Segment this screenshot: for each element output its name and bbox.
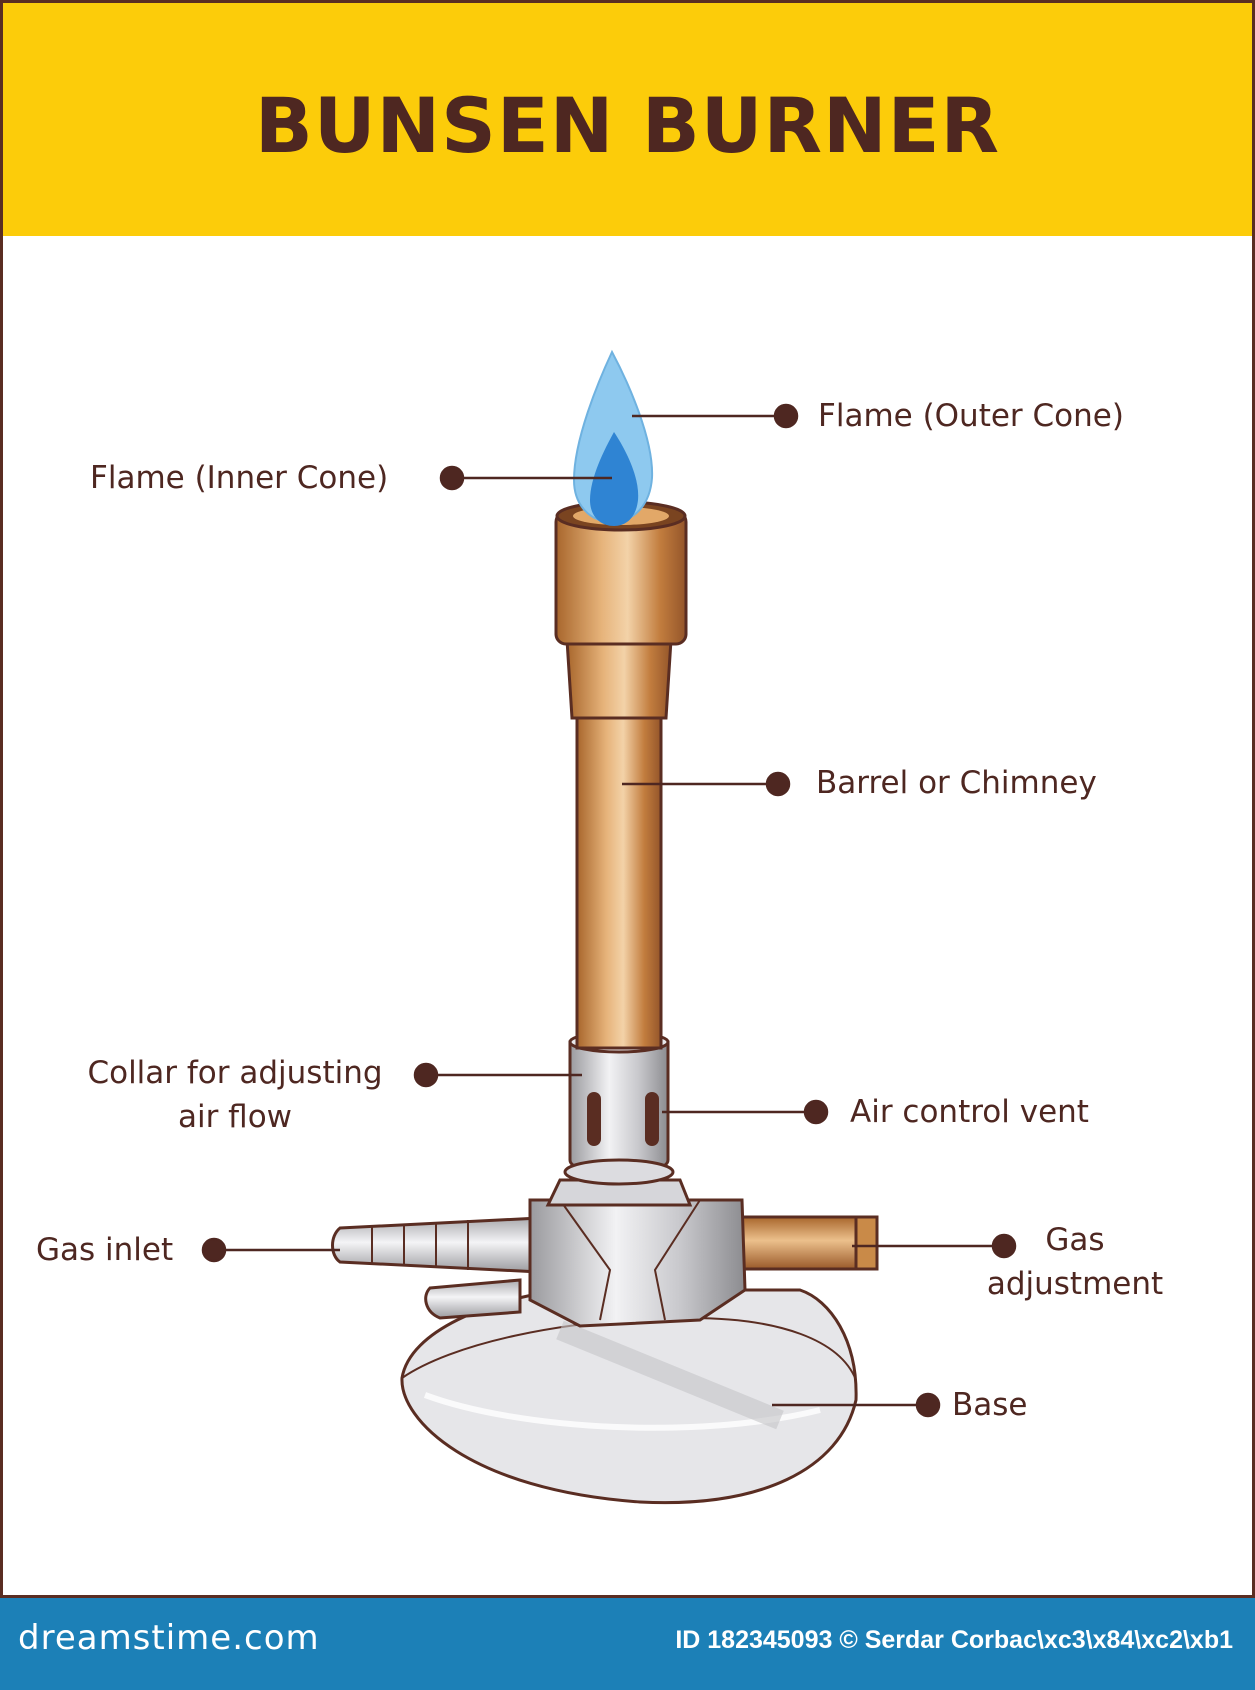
base-dot — [915, 1392, 941, 1418]
air-collar — [563, 1030, 675, 1186]
diagram-title: BUNSEN BURNER — [254, 81, 1001, 170]
air-vent-dot — [803, 1099, 829, 1125]
barrel-tube — [554, 500, 688, 1050]
bunsen-burner-illustration — [201, 349, 1017, 1505]
label-barrel-or-chimney: Barrel or Chimney — [816, 765, 1097, 801]
gas-inlet-dot — [201, 1237, 227, 1263]
collar-dot — [413, 1062, 439, 1088]
footer-bar: dreamstime.com ID 182345093 © Serdar Cor… — [0, 1598, 1255, 1690]
brand-watermark: dreamstime.com — [18, 1618, 320, 1658]
title-banner: BUNSEN BURNER — [3, 3, 1252, 236]
label-base: Base — [952, 1387, 1028, 1423]
label-gas-adjustment-line1: Gas — [1045, 1222, 1105, 1258]
barrel-dot — [765, 771, 791, 797]
label-gas-adjustment-line2: adjustment — [986, 1266, 1164, 1302]
flame-inner-dot — [439, 465, 465, 491]
label-air-control-vent: Air control vent — [850, 1094, 1089, 1130]
gas-adjustment-knob — [733, 1215, 879, 1271]
label-gas-inlet: Gas inlet — [36, 1232, 174, 1268]
flame-outer-dot — [773, 403, 799, 429]
label-gas-adjustment: Gas adjustment — [970, 1218, 1180, 1306]
label-collar-line1: Collar for adjusting — [87, 1055, 383, 1091]
label-collar: Collar for adjusting air flow — [60, 1051, 410, 1139]
label-flame-inner-cone: Flame (Inner Cone) — [90, 460, 389, 496]
leader-lines — [201, 403, 1017, 1418]
image-credit: ID 182345093 © Serdar Corbac\xc3\x84\xc2… — [675, 1626, 1233, 1654]
gas-inlet-nozzle — [331, 1216, 542, 1320]
gas-adjustment-dot — [991, 1233, 1017, 1259]
flame — [572, 349, 654, 526]
burner-body — [528, 1178, 747, 1328]
label-flame-outer-cone: Flame (Outer Cone) — [818, 398, 1124, 434]
label-collar-line2: air flow — [177, 1099, 293, 1135]
